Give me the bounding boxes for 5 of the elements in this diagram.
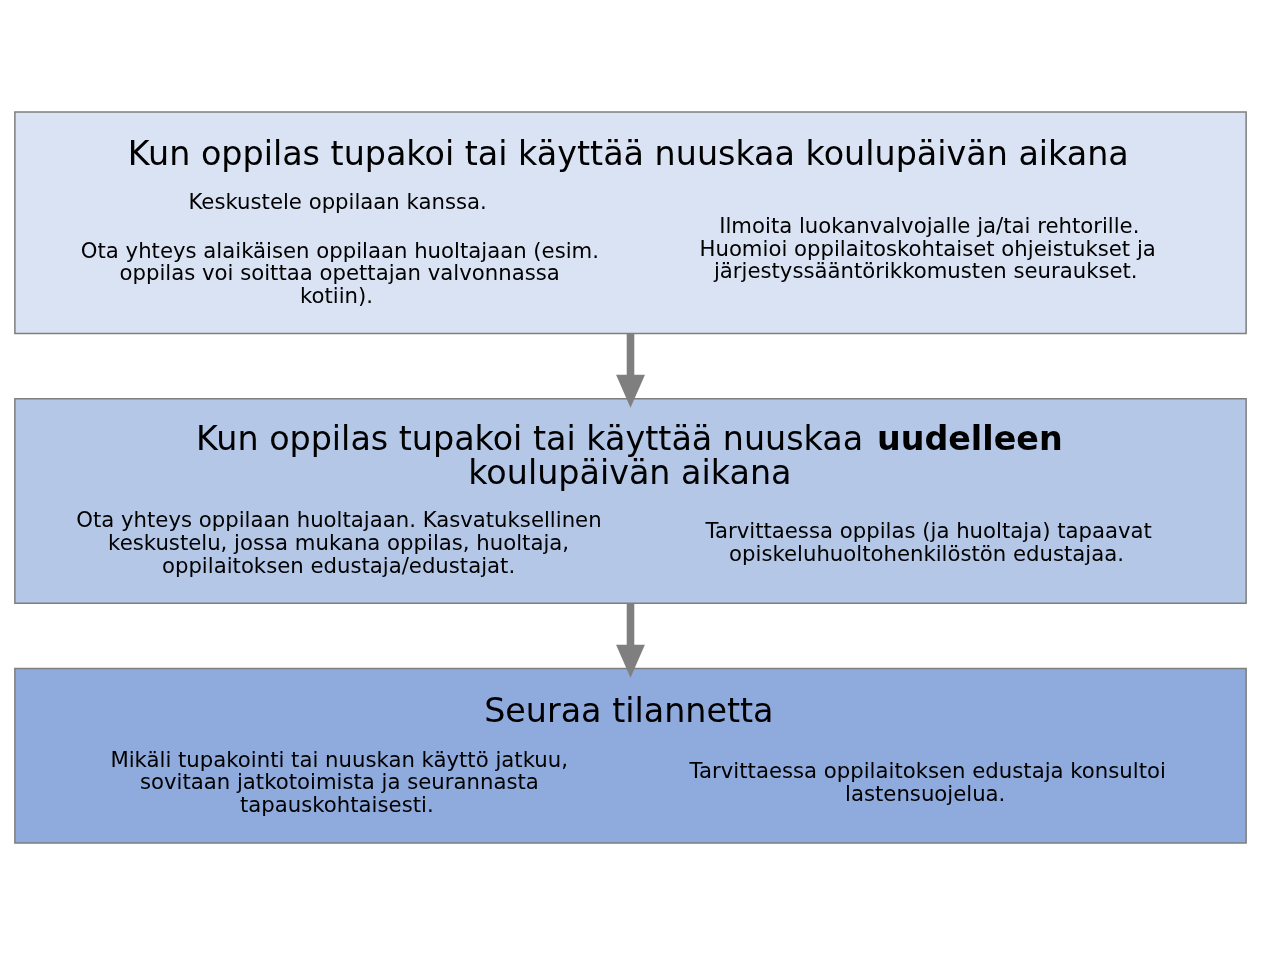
arrow — [616, 603, 645, 678]
arrow — [616, 333, 645, 408]
node-box: Kun oppilas tupakoi tai käyttää nuuskaa uudelleen koulupäivän aikana Ota yhteys oppilaan huoltajaan. Kasvatuksellinen keskustelu, jossa mukana oppilas, huoltaja, oppilaitoksen edustaja/edustajat. Tarvittaessa oppilas (ja huoltaja) tapaavat opiskeluhuoltohenkilöstön edustajaa. — [14, 397, 1247, 605]
node-box: Seuraa tilannetta Mikäli tupakointi tai nuuskan käyttö jatkuu, sovitaan jatkotoimista ja seurannasta tapauskohtaisesti. Tarvittaessa oppilaitoksen edustaja konsultoi lastensuojelua. — [14, 667, 1247, 844]
node-box: Kun oppilas tupakoi tai käyttää nuuskaa koulupäivän aikana Keskustele oppilaan kanssa. Ota yhteys alaikäisen oppilaan huoltajaan (esim. oppilas voi soittaa opettajan valvonnassa kotiin). Ilmoita luokanvalvojalle ja/tai rehtorille. Huomioi oppilaitoskohtaiset ohjeistukset ja järjestyssääntörikkomusten seuraukset. — [14, 111, 1247, 335]
